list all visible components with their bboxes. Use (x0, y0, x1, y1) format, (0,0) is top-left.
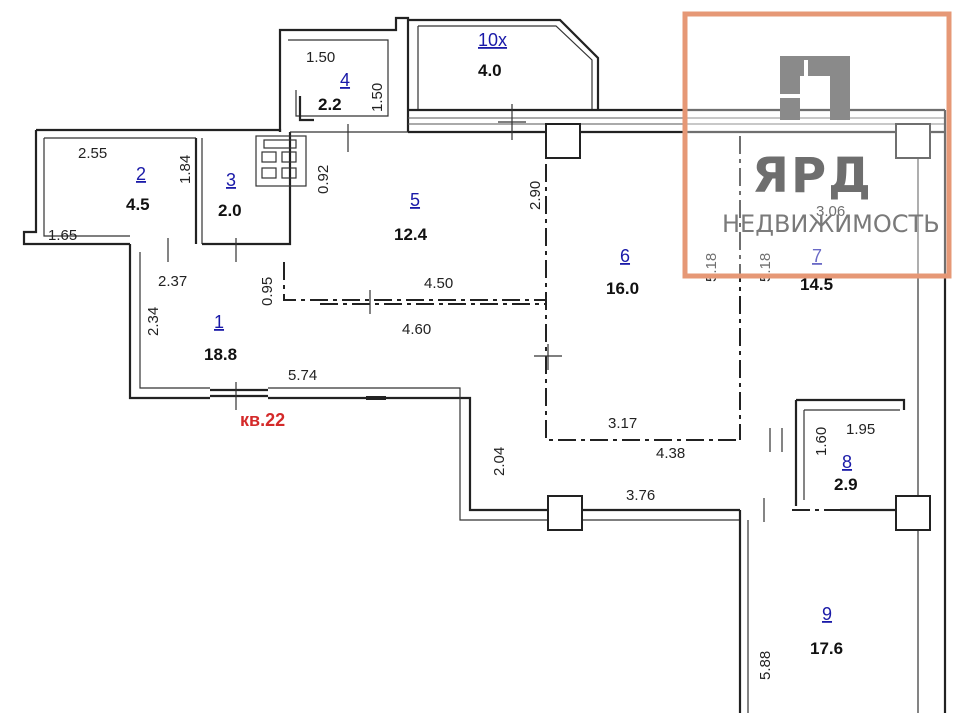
dim-2-34: 2.34 (145, 307, 162, 336)
dim-4-38: 4.38 (656, 445, 685, 462)
room-5-number: 5 (410, 190, 420, 210)
brand-subtitle: НЕДВИЖИМОСТЬ (722, 210, 940, 238)
walls (22, 16, 947, 713)
room-1-area: 18.8 (204, 345, 237, 364)
brand-logo-icon (780, 56, 850, 120)
room-8-number: 8 (842, 452, 852, 472)
dim-2-04: 2.04 (491, 447, 508, 476)
room-9-number: 9 (822, 604, 832, 624)
dim-4-60: 4.60 (402, 321, 431, 338)
dim-2-37: 2.37 (158, 273, 187, 290)
room-10-area: 4.0 (478, 61, 502, 80)
room-7-number: 7 (812, 246, 822, 266)
dim-3-06: 3.06 (816, 203, 845, 220)
dim-3-17: 3.17 (608, 415, 637, 432)
dim-5-88: 5.88 (757, 651, 774, 680)
room-2-number: 2 (136, 164, 146, 184)
dim-4-50: 4.50 (424, 275, 453, 292)
dim-2-90: 2.90 (527, 181, 544, 210)
dim-1-65: 1.65 (48, 227, 77, 244)
room-3-area: 2.0 (218, 201, 242, 220)
room-8-area: 2.9 (834, 475, 858, 494)
dim-1-50-side: 1.50 (369, 83, 386, 112)
room-4-number: 4 (340, 70, 350, 90)
dim-1-60: 1.60 (813, 427, 830, 456)
room-5-area: 12.4 (394, 225, 428, 244)
dim-3-76: 3.76 (626, 487, 655, 504)
room-7-area: 14.5 (800, 275, 833, 294)
room-10-number: 10х (478, 30, 507, 50)
room-3-number: 3 (226, 170, 236, 190)
dim-0-95: 0.95 (259, 277, 276, 306)
room-6-number: 6 (620, 246, 630, 266)
brand-name: ЯРД (752, 148, 873, 204)
brand-watermark: ЯРД НЕДВИЖИМОСТЬ (682, 11, 952, 279)
room-6-area: 16.0 (606, 279, 639, 298)
apartment-label: кв.22 (240, 410, 285, 430)
room-9-area: 17.6 (810, 639, 843, 658)
dim-0-92: 0.92 (315, 165, 332, 194)
dim-1-95: 1.95 (846, 421, 875, 438)
dim-1-50-top: 1.50 (306, 49, 335, 66)
dim-1-84: 1.84 (177, 155, 194, 184)
dim-2-55: 2.55 (78, 145, 107, 162)
dim-5-74: 5.74 (288, 367, 317, 384)
room-1-number: 1 (214, 312, 224, 332)
room-labels: 10х 4.0 4 2.2 2 4.5 3 2.0 5 12.4 6 16.0 … (126, 30, 858, 658)
room-4-area: 2.2 (318, 95, 342, 114)
room-2-area: 4.5 (126, 195, 150, 214)
dimensions: 1.50 1.50 2.55 1.84 1.65 0.92 2.90 2.37 … (48, 49, 875, 680)
